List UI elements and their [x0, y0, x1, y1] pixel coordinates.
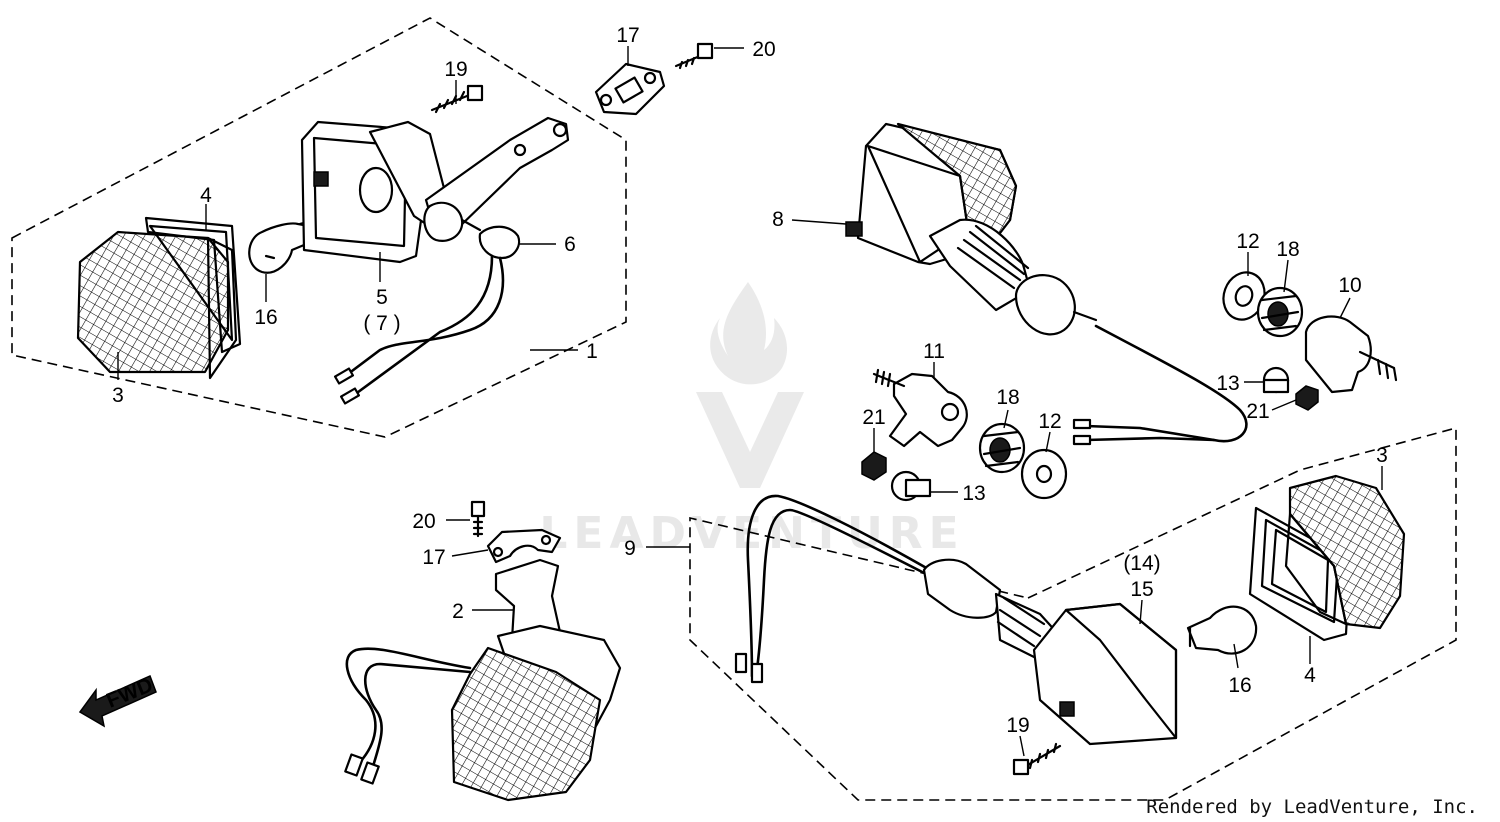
callout-17-bottom: 17 — [422, 546, 445, 569]
callout-14: (14) — [1123, 552, 1160, 575]
fwd-label: FWD — [103, 673, 156, 712]
callout-13-mid: 13 — [962, 482, 985, 505]
callout-17-top: 17 — [616, 24, 639, 47]
lens-3-right — [1284, 474, 1406, 630]
socket-6 — [333, 225, 521, 405]
gasket-4-left — [144, 216, 242, 354]
turn-signal-2 — [344, 558, 622, 802]
callout-19-top: 19 — [444, 58, 467, 81]
callout-11: 11 — [923, 340, 945, 363]
callout-3-right: 3 — [1376, 444, 1388, 467]
callout-2: 2 — [452, 600, 464, 623]
callout-6: 6 — [564, 233, 576, 256]
callout-20-bottom: 20 — [412, 510, 435, 533]
bracket-11 — [872, 368, 968, 448]
callout-8: 8 — [772, 208, 784, 231]
callout-16-left: 16 — [254, 306, 277, 329]
bulb-16-right — [1186, 605, 1258, 655]
front-left-assembly-frame — [11, 17, 627, 438]
render-credit: Rendered by LeadVenture, Inc. — [1146, 796, 1478, 818]
callout-9: 9 — [624, 537, 636, 560]
callout-1: 1 — [586, 340, 598, 363]
callout-4-right: 4 — [1304, 664, 1316, 687]
nut-21-top — [1295, 385, 1319, 411]
screw-19-bottom — [1012, 742, 1062, 776]
callout-19-bottom: 19 — [1006, 714, 1029, 737]
collar-13-top — [1262, 366, 1290, 394]
callout-12-mid: 12 — [1038, 410, 1061, 433]
callout-16-right: 16 — [1228, 674, 1251, 697]
clamp-17-bottom — [486, 528, 562, 564]
callout-18-top: 18 — [1276, 238, 1299, 261]
callout-5: 5 — [376, 286, 388, 309]
collar-13-mid — [890, 470, 932, 502]
rear-right-assembly-frame — [689, 426, 1457, 801]
bolt-20-bottom — [470, 500, 486, 538]
nut-12-mid — [1020, 448, 1068, 500]
callout-15: 15 — [1130, 578, 1153, 601]
callout-12-top: 12 — [1236, 230, 1259, 253]
callout-20-top: 20 — [752, 38, 775, 61]
forward-arrow-icon — [78, 674, 157, 728]
bracket-17-top — [594, 62, 666, 116]
lens-3-left — [76, 230, 238, 380]
leader-lines — [117, 46, 1383, 757]
callout-21-mid: 21 — [862, 406, 885, 429]
callout-3-left: 3 — [112, 384, 124, 407]
watermark-logo — [696, 282, 804, 488]
spring-18-mid — [978, 422, 1026, 474]
callout-21-top: 21 — [1246, 400, 1269, 423]
callout-7: ( 7 ) — [363, 312, 400, 335]
callout-13-top: 13 — [1216, 372, 1239, 395]
callout-10: 10 — [1338, 274, 1361, 297]
turn-signal-8 — [845, 122, 1248, 446]
bracket-10 — [1304, 315, 1398, 394]
housing-5 — [300, 116, 570, 264]
screw-19-top — [430, 84, 484, 114]
turn-signal-15 — [734, 494, 1178, 746]
callout-4-left: 4 — [200, 184, 212, 207]
callout-18-mid: 18 — [996, 386, 1019, 409]
bolt-20-top — [674, 42, 714, 70]
nut-21-mid — [861, 451, 887, 481]
spring-18-top — [1256, 286, 1304, 338]
